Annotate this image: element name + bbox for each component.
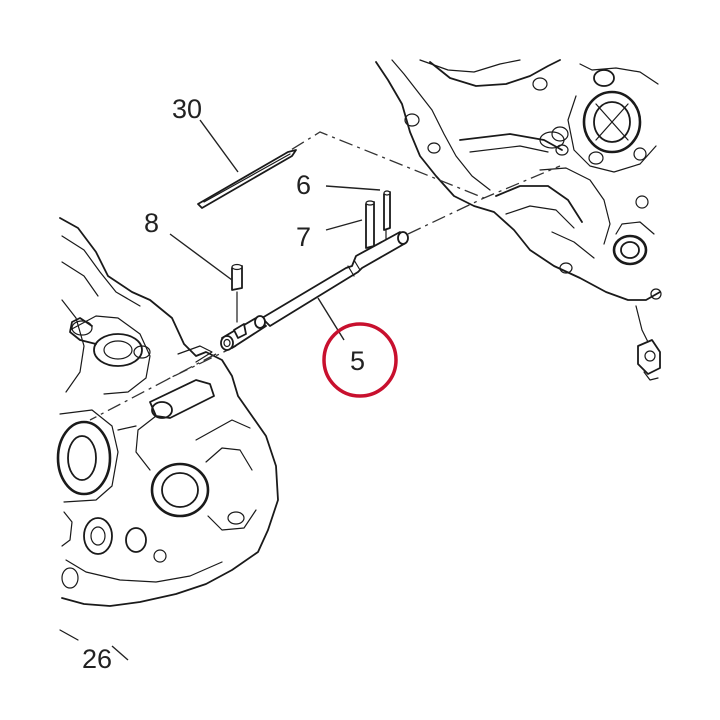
leader-lines [111, 119, 381, 661]
callout-5[interactable]: 5 [350, 346, 365, 376]
part-6-pin [383, 190, 391, 243]
part-30-strip [197, 149, 297, 209]
callout-numbers: 30 6 7 8 5 26 [82, 94, 365, 674]
leader-7 [325, 219, 363, 231]
left-crankcase-half [56, 217, 279, 641]
callout-30[interactable]: 30 [172, 94, 202, 124]
leader-30 [199, 119, 239, 173]
leader-5 [317, 297, 345, 341]
leader-26 [111, 645, 129, 661]
part-7-pin [365, 200, 375, 249]
part-8-pin [231, 263, 243, 323]
callout-8[interactable]: 8 [144, 208, 159, 238]
right-crankcase-half [375, 59, 662, 381]
leader-6 [325, 185, 381, 191]
callout-26[interactable]: 26 [82, 644, 112, 674]
callout-6[interactable]: 6 [296, 170, 311, 200]
assembly-centerlines [89, 131, 561, 421]
highlight-ring-part-5 [322, 322, 398, 398]
callout-7[interactable]: 7 [296, 222, 311, 252]
part-5-shaft [220, 231, 409, 351]
leader-8 [169, 233, 233, 281]
